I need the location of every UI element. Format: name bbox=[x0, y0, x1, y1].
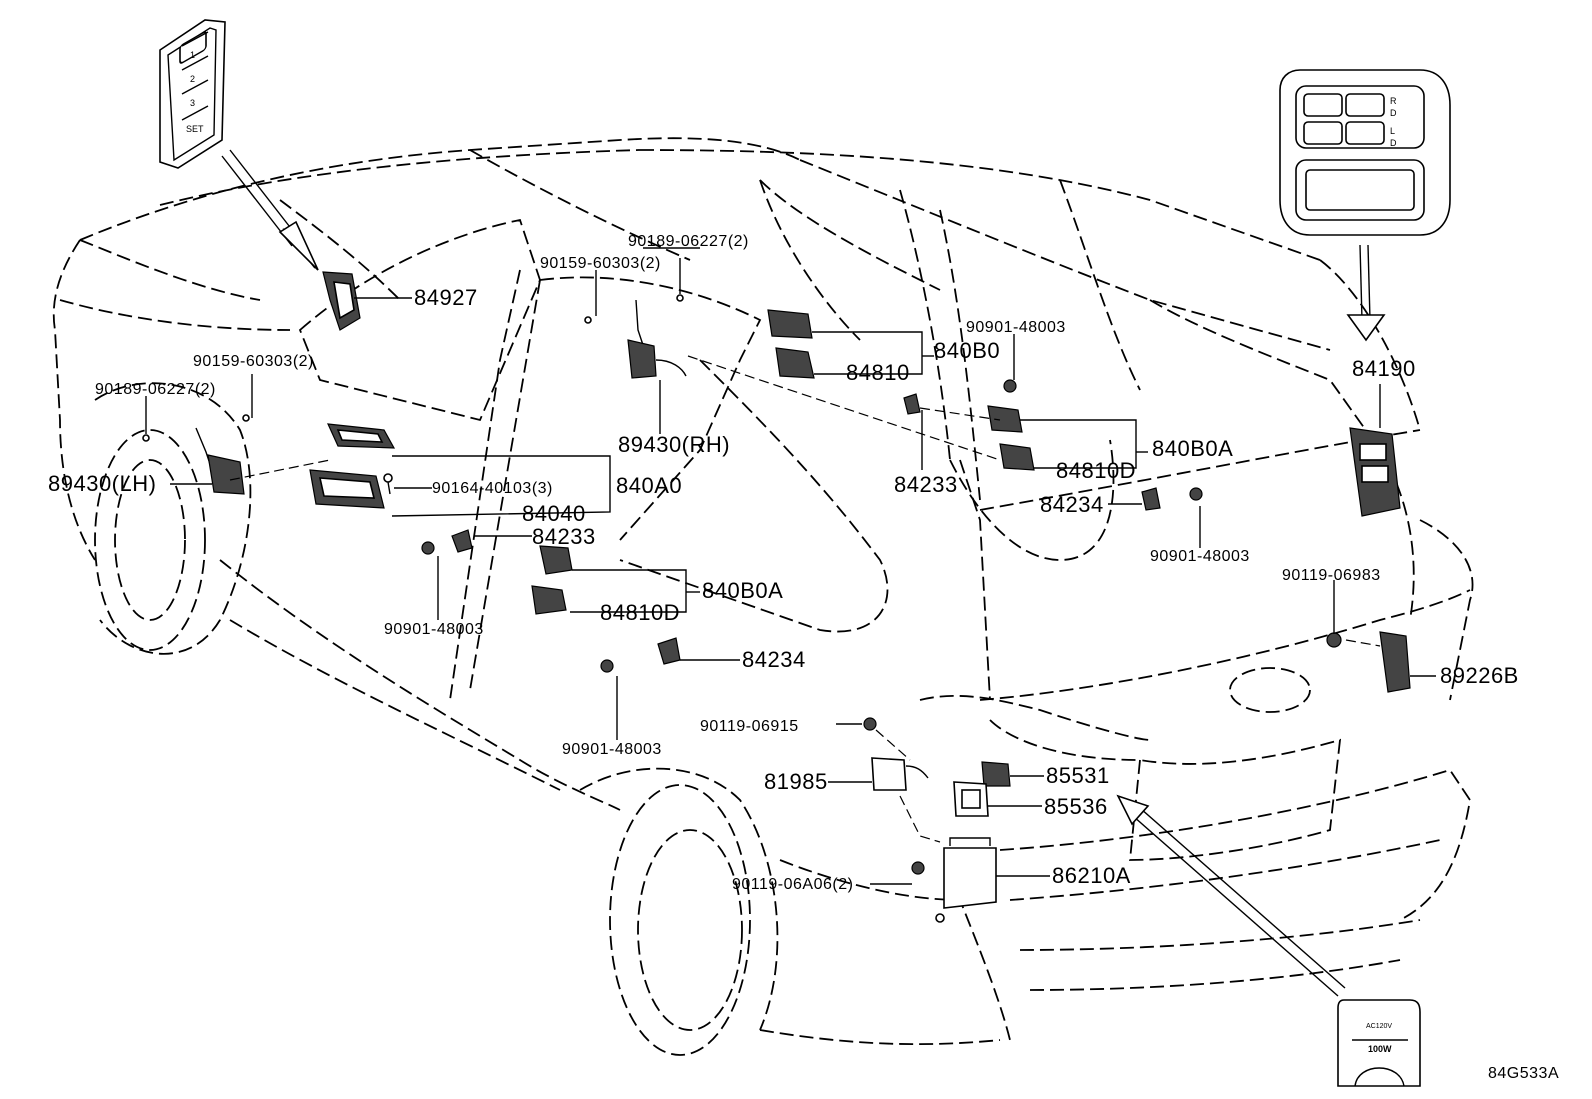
part-840b0 bbox=[767, 309, 813, 339]
callout-85536: 85536 bbox=[1044, 794, 1108, 819]
callout-84810: 84810 bbox=[846, 360, 910, 385]
callout-84233-mid: 84233 bbox=[894, 472, 958, 497]
callout-90119-06a06: 90119-06A06(2) bbox=[732, 876, 853, 893]
callout-84040: 84040 bbox=[522, 501, 586, 526]
callout-84810d-left: 84810D bbox=[600, 600, 680, 625]
part-840b0a-right bbox=[987, 405, 1023, 433]
callout-840b0a-left: 840B0A bbox=[702, 578, 783, 603]
part-85531 bbox=[981, 761, 1011, 787]
callout-81985: 81985 bbox=[764, 769, 828, 794]
arrow-to-memory-switch-icon bbox=[221, 149, 319, 271]
diagram-id: 84G533A bbox=[1488, 1065, 1559, 1082]
callout-90901-48003-top: 90901-48003 bbox=[966, 319, 1066, 336]
switch-label-d2: D bbox=[1390, 138, 1397, 148]
callout-85531: 85531 bbox=[1046, 763, 1110, 788]
memory-button-3-label: 3 bbox=[190, 98, 195, 108]
callout-89226b: 89226B bbox=[1440, 663, 1519, 688]
callout-89430-lh: 89430(LH) bbox=[48, 471, 156, 496]
memory-switch-inset: 1 2 3 SET bbox=[159, 19, 226, 169]
part-84190 bbox=[1349, 427, 1401, 517]
callout-90159-60303-top: 90159-60303(2) bbox=[540, 255, 661, 272]
part-840b0a-left bbox=[539, 545, 573, 575]
part-89430-lh bbox=[142, 414, 250, 495]
callout-86210a: 86210A bbox=[1052, 863, 1131, 888]
callout-84234-mid: 84234 bbox=[742, 647, 806, 672]
callout-84190: 84190 bbox=[1352, 356, 1416, 381]
arrow-to-seat-switch-icon bbox=[1346, 244, 1386, 342]
callout-90189-06227-left: 90189-06227(2) bbox=[95, 381, 216, 398]
switch-label-d1: D bbox=[1390, 108, 1397, 118]
outlet-rating-voltage: AC120V bbox=[1366, 1023, 1392, 1030]
part-85536 bbox=[953, 781, 989, 817]
part-84810 bbox=[775, 347, 815, 379]
part-84233-left bbox=[451, 529, 473, 553]
part-86210a bbox=[935, 837, 997, 923]
callout-90901-48003-right: 90901-48003 bbox=[1150, 548, 1250, 565]
part-84040 bbox=[309, 469, 385, 509]
callout-840b0a-right: 840B0A bbox=[1152, 436, 1233, 461]
callout-84233-left: 84233 bbox=[532, 524, 596, 549]
memory-button-1-label: 1 bbox=[190, 50, 195, 60]
outlet-rating-watt: 100W bbox=[1368, 1044, 1392, 1054]
callout-90119-06983: 90119-06983 bbox=[1282, 567, 1381, 584]
arrow-to-power-outlet-icon bbox=[1116, 794, 1346, 997]
callout-89430-rh: 89430(RH) bbox=[618, 432, 730, 457]
part-81985 bbox=[871, 757, 929, 791]
part-84927 bbox=[322, 271, 361, 331]
vehicle-outline bbox=[52, 137, 1474, 1056]
switch-label-r: R bbox=[1390, 96, 1397, 106]
callout-90189-06227-top: 90189-06227(2) bbox=[628, 233, 749, 250]
part-84810d-left bbox=[531, 585, 567, 615]
power-outlet-inset: AC120V 100W bbox=[1337, 999, 1421, 1087]
part-89430-rh bbox=[584, 294, 687, 379]
callout-90901-48003-left: 90901-48003 bbox=[384, 621, 484, 638]
callout-84810d-right: 84810D bbox=[1056, 458, 1136, 483]
leader-lines bbox=[145, 247, 1436, 885]
memory-button-2-label: 2 bbox=[190, 74, 195, 84]
callout-84234-right: 84234 bbox=[1040, 492, 1104, 517]
switch-label-l: L bbox=[1390, 126, 1395, 136]
callout-90164-40103: 90164-40103(3) bbox=[432, 480, 553, 497]
callout-90159-60303-left: 90159-60303(2) bbox=[193, 353, 314, 370]
seat-switch-inset: R D L D bbox=[1279, 69, 1451, 236]
part-89226b bbox=[1379, 631, 1411, 693]
memory-button-1 bbox=[179, 31, 207, 64]
callout-840a0: 840A0 bbox=[616, 473, 682, 498]
callout-90119-06915: 90119-06915 bbox=[700, 718, 799, 735]
part-840a0 bbox=[327, 423, 396, 449]
part-84233-mid bbox=[903, 393, 921, 415]
callout-90901-48003-mid: 90901-48003 bbox=[562, 741, 662, 758]
callout-labels: 84927 90189-06227(2) 90159-60303(2) 9015… bbox=[48, 233, 1559, 1082]
callout-840b0: 840B0 bbox=[934, 338, 1000, 363]
callout-84927: 84927 bbox=[414, 285, 478, 310]
part-84810d-right bbox=[999, 443, 1035, 471]
part-84234-mid bbox=[657, 637, 681, 665]
memory-button-set-label: SET bbox=[186, 124, 204, 134]
part-84234-right bbox=[1141, 487, 1161, 511]
